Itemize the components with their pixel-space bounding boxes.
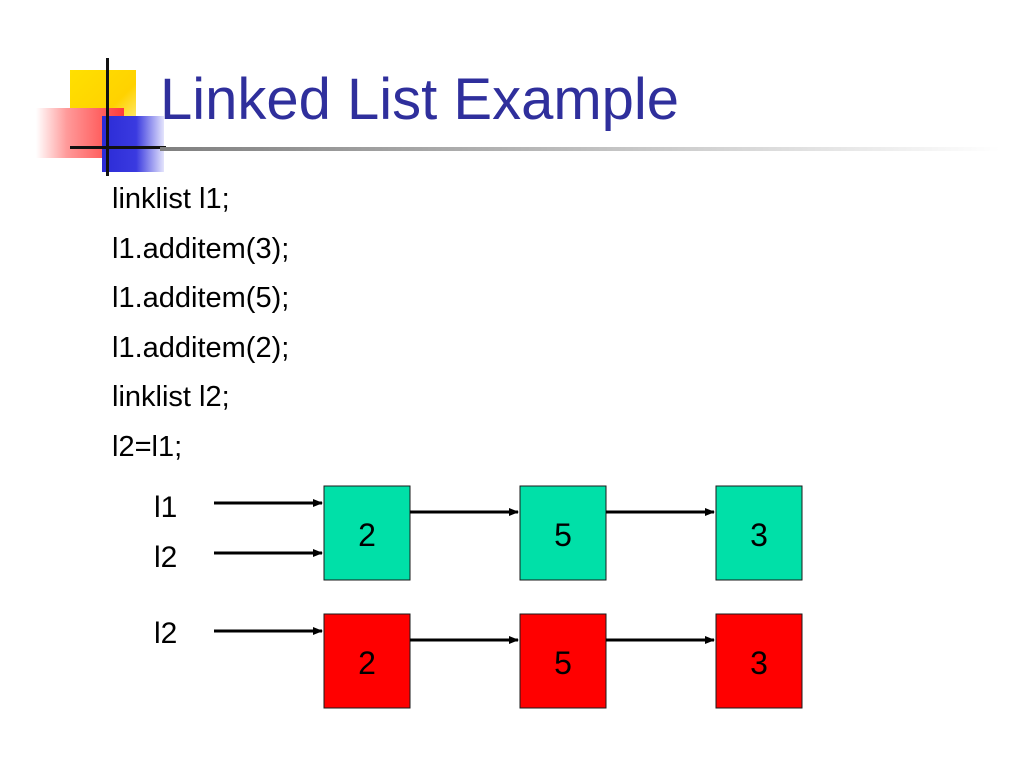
code-line: linklist l1; (112, 183, 230, 215)
title-underline (160, 147, 1000, 151)
code-line: l1.additem(3); (112, 232, 290, 265)
logo-vertical-line (106, 58, 109, 176)
page-title: Linked List Example (160, 67, 680, 132)
list-node-copy (519, 613, 607, 709)
code-block: linklist l1; l1.additem(3); l1.additem(5… (112, 178, 289, 475)
node-value: 3 (750, 645, 768, 681)
code-line: linklist l2; (112, 381, 230, 413)
node-value: 5 (554, 645, 572, 681)
pointer-label-l1: l1 (154, 491, 177, 524)
logo-blue-square (102, 116, 164, 172)
list-node-shared (323, 485, 411, 581)
list-node-shared (715, 485, 803, 581)
node-value: 5 (554, 517, 572, 553)
node-value: 2 (358, 517, 376, 553)
list-node-copy (715, 613, 803, 709)
code-line: l1.additem(5); (112, 282, 290, 314)
node-value: 2 (358, 645, 376, 681)
code-line: l1.additem(2); (112, 331, 290, 364)
pointer-label-l2: l2 (154, 541, 177, 574)
code-line: l2=l1; (112, 430, 183, 463)
list-node-shared (519, 485, 607, 581)
logo-horizontal-line (70, 146, 166, 149)
pointer-label-l2-copy: l2 (154, 617, 177, 650)
node-value: 3 (750, 517, 768, 553)
list-node-copy (323, 613, 411, 709)
